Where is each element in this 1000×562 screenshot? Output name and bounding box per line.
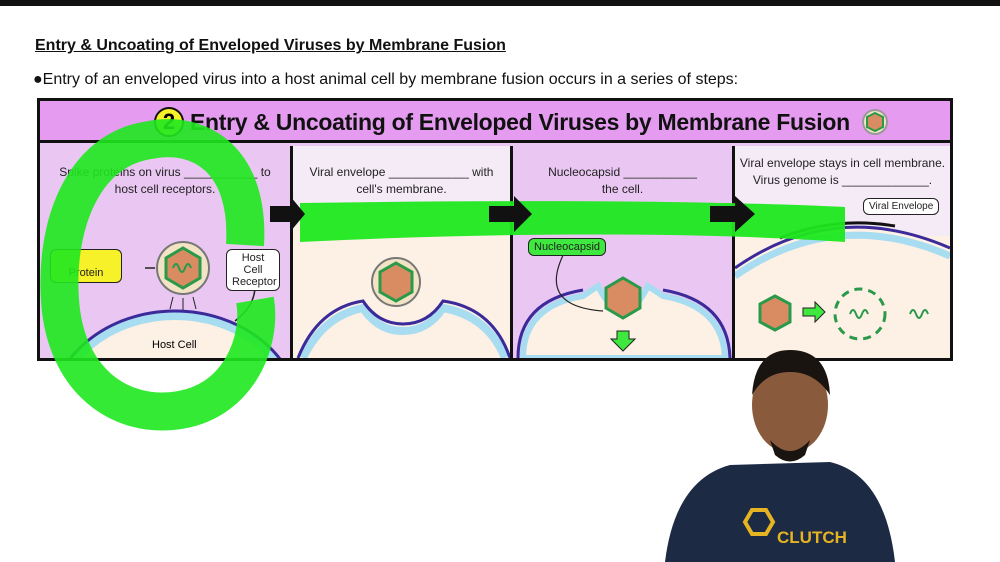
panel-text: Viral envelope ____________ with <box>309 165 494 179</box>
panel-text: Viral envelope stays in cell membrane. <box>739 156 946 170</box>
panel-text: the cell. <box>601 182 644 196</box>
top-bar <box>0 0 1000 6</box>
diagram: 2 Entry & Uncoating of Enveloped Viruses… <box>37 98 953 361</box>
protein-label: Protein <box>50 249 122 283</box>
viral-envelope-label: Viral Envelope <box>863 198 940 215</box>
nucleocapsid-entry-illustration <box>516 245 732 358</box>
page-heading: Entry & Uncoating of Enveloped Viruses b… <box>35 37 506 54</box>
step-number: 2 <box>154 107 184 137</box>
diagram-title-row: 2 Entry & Uncoating of Enveloped Viruses… <box>154 107 890 137</box>
uncoating-illustration <box>735 221 950 358</box>
virus-icon <box>861 109 888 135</box>
panel-uncoating: Viral envelope stays in cell membrane. Vi… <box>735 146 950 358</box>
bullet-text: ●Entry of an enveloped virus into a host… <box>33 71 739 88</box>
diagram-title: Entry & Uncoating of Enveloped Viruses b… <box>190 109 850 135</box>
fusion-illustration <box>296 257 510 358</box>
panel-text: Virus genome is _____________. <box>752 173 933 187</box>
panel-entry: Nucleocapsid ___________the cell. Nucleo… <box>513 146 735 358</box>
nucleocapsid-label: Nucleocapsid <box>528 238 607 256</box>
shirt-text: CLUTCH <box>777 528 847 547</box>
panel-fusion: Viral envelope ____________ with cell's m… <box>293 146 513 358</box>
host-cell-receptor-label: Host Cell Receptor <box>226 249 280 291</box>
clutch-logo-icon <box>742 508 776 536</box>
panel-text: cell's membrane. <box>356 182 447 196</box>
diagram-titlebar: 2 Entry & Uncoating of Enveloped Viruses… <box>40 101 950 143</box>
host-cell-label: Host Cell <box>152 339 197 351</box>
panel-text: Nucleocapsid ___________ <box>548 165 697 179</box>
